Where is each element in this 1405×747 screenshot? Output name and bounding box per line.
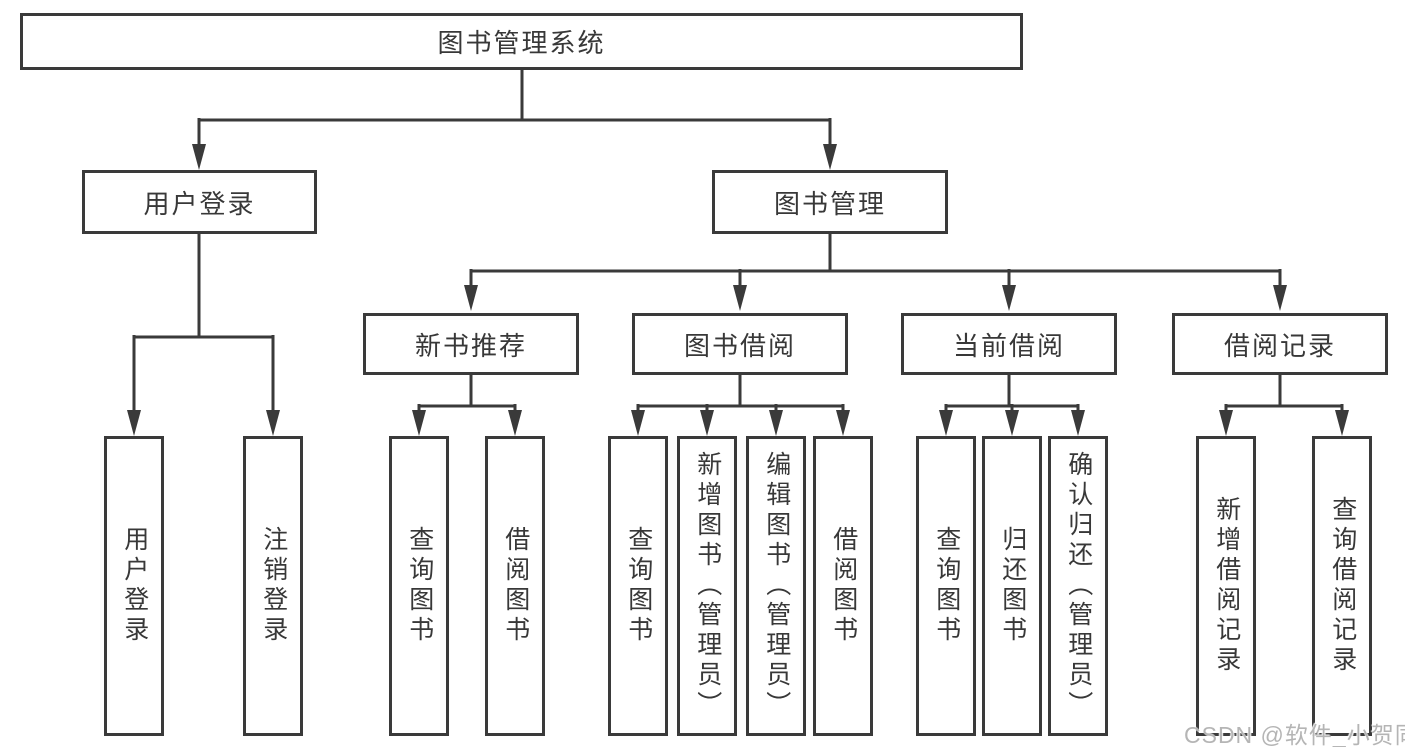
leaf-query-borrow-record: 查询借阅记录 [1312,436,1372,736]
arrowhead-down-icon [836,410,850,436]
node-label: 当前借阅 [952,330,1065,361]
arrowhead-down-icon [1335,410,1349,436]
arrowhead-down-icon [700,410,714,436]
connector-root-branch [192,70,837,170]
leaf-query-books-borrowing: 查询图书 [608,436,668,736]
node-label: 借阅图书 [829,526,858,646]
node-label: 查询图书 [405,526,434,646]
arrowhead-down-icon [823,144,837,170]
connector-book-borrowing-branch [631,375,850,436]
node-label: 注销登录 [259,526,288,646]
node-label: 编辑图书（管理员） [762,451,791,721]
node-library-management-system: 图书管理系统 [20,13,1023,70]
arrowhead-down-icon [464,285,478,311]
arrowhead-down-icon [412,410,426,436]
leaf-query-books-current: 查询图书 [916,436,976,736]
node-label: 图书管理 [773,188,886,219]
arrowhead-down-icon [1273,285,1287,311]
connector-borrow-records-branch [1219,375,1349,436]
node-user-login: 用户登录 [82,170,317,234]
leaf-query-books-recommend: 查询图书 [389,436,449,736]
node-label: 确认归还（管理员） [1064,451,1093,721]
arrowhead-down-icon [508,410,522,436]
arrowhead-down-icon [733,285,747,311]
leaf-add-borrow-record: 新增借阅记录 [1196,436,1256,736]
node-borrowing-records: 借阅记录 [1172,313,1388,375]
arrowhead-down-icon [631,410,645,436]
leaf-borrow-books-recommend: 借阅图书 [485,436,545,736]
arrowhead-down-icon [192,144,206,170]
arrowhead-down-icon [939,410,953,436]
node-label: 借阅记录 [1223,330,1336,361]
node-label: 借阅图书 [501,526,530,646]
node-book-borrowing: 图书借阅 [632,313,848,375]
node-current-borrowing: 当前借阅 [901,313,1117,375]
leaf-return-books: 归还图书 [982,436,1042,736]
leaf-user-login: 用户登录 [104,436,164,736]
leaf-edit-book-admin: 编辑图书（管理员） [746,436,806,736]
csdn-watermark: CSDN @软件_小贺同学 [1184,722,1405,747]
arrowhead-down-icon [266,410,280,436]
connector-book-management-branch [464,234,1287,311]
leaf-add-book-admin: 新增图书（管理员） [677,436,737,736]
node-book-management: 图书管理 [712,170,948,234]
arrowhead-down-icon [1005,410,1019,436]
node-label: 用户登录 [143,188,256,219]
arrowhead-down-icon [769,410,783,436]
node-label: 新增图书（管理员） [693,451,722,721]
arrowhead-down-icon [1219,410,1233,436]
node-label: 用户登录 [120,526,149,646]
node-label: 图书管理系统 [437,28,606,58]
node-label: 归还图书 [998,526,1027,646]
node-label: 新增借阅记录 [1212,496,1241,676]
connector-new-book-branch [412,375,522,436]
leaf-logout: 注销登录 [243,436,303,736]
connector-current-borrowing-branch [939,375,1085,436]
leaf-borrow-books-borrowing: 借阅图书 [813,436,873,736]
leaf-confirm-return-admin: 确认归还（管理员） [1048,436,1108,736]
node-label: 新书推荐 [414,330,527,361]
node-new-book-recommendation: 新书推荐 [363,313,579,375]
node-label: 查询图书 [624,526,653,646]
arrowhead-down-icon [1002,285,1016,311]
arrowhead-down-icon [1071,410,1085,436]
arrowhead-down-icon [127,410,141,436]
node-label: 查询图书 [932,526,961,646]
node-label: 图书借阅 [683,330,796,361]
node-label: 查询借阅记录 [1328,496,1357,676]
connector-user-login-branch [127,233,280,436]
